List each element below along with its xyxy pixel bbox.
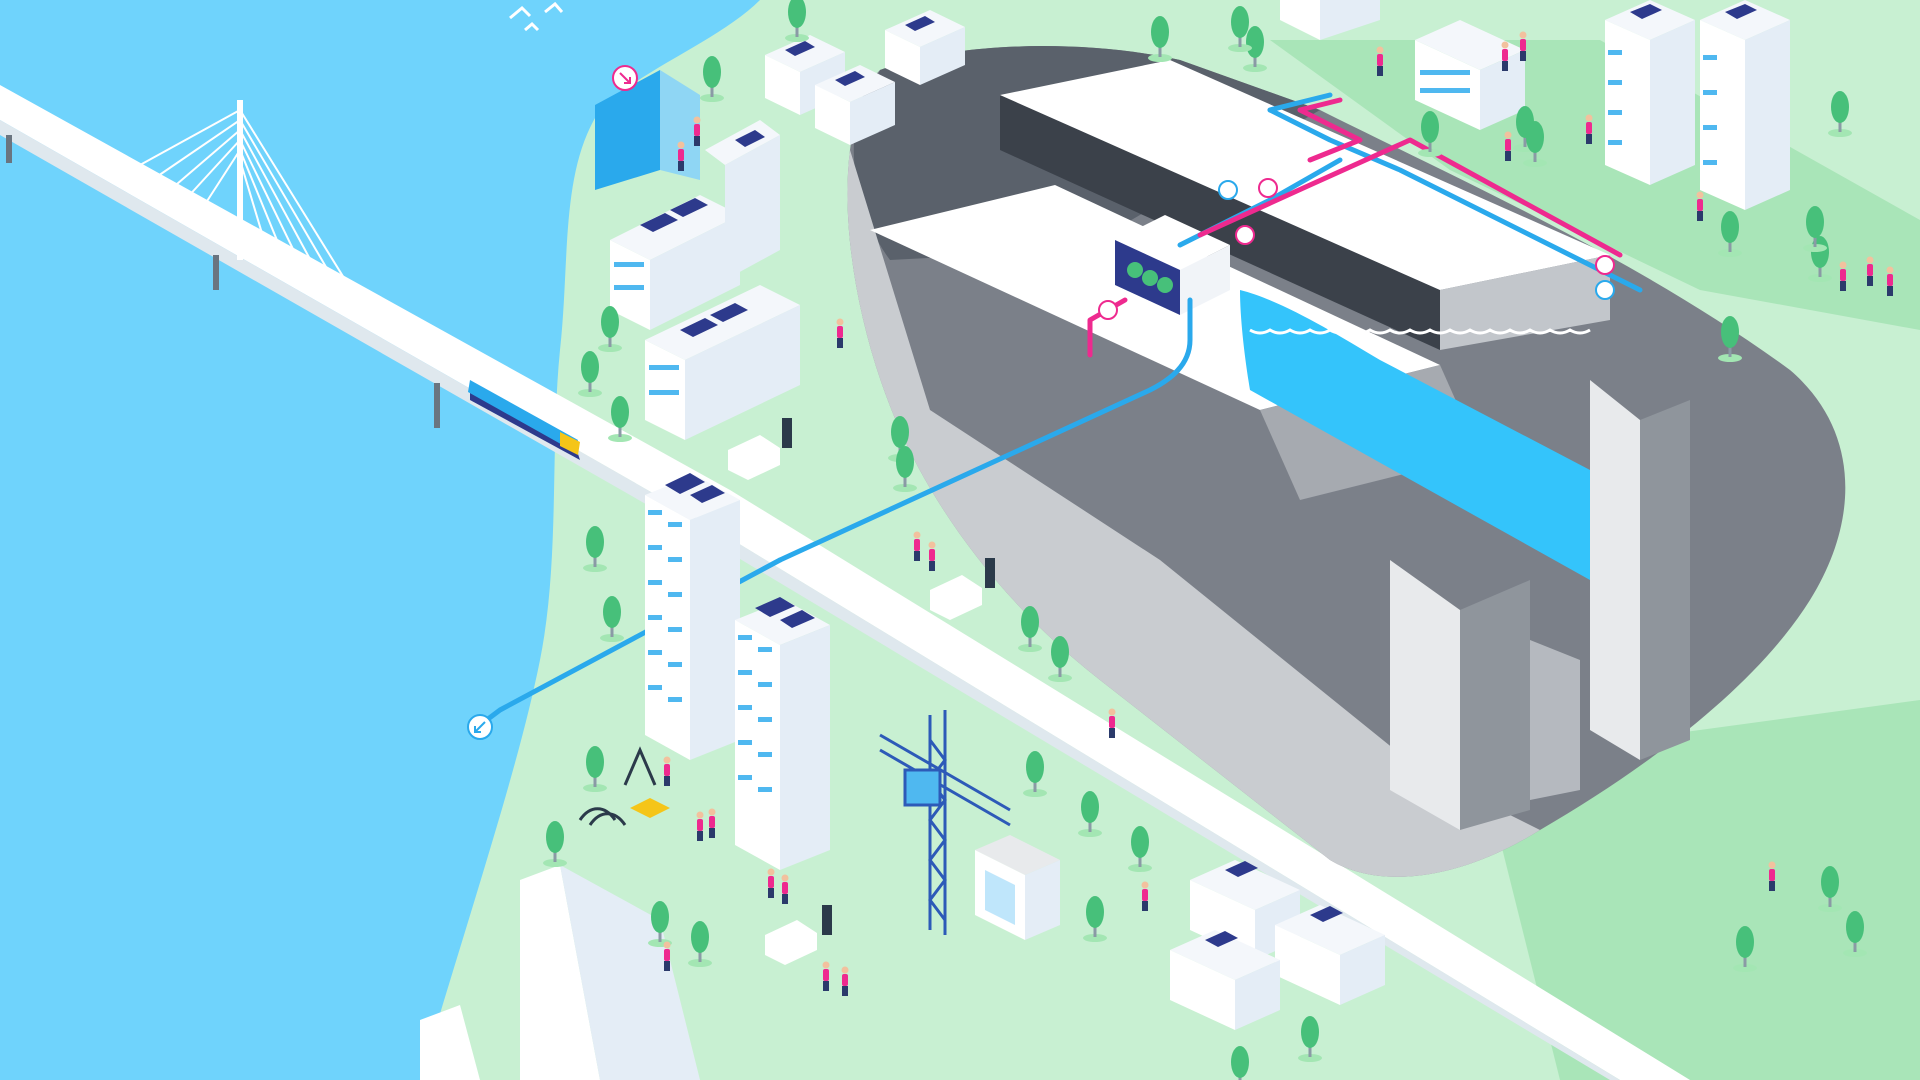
person xyxy=(693,116,701,146)
building-under-construction xyxy=(975,835,1060,940)
person xyxy=(677,141,685,171)
tree xyxy=(785,0,809,42)
tree xyxy=(688,921,712,967)
person xyxy=(663,941,671,971)
tree xyxy=(1803,206,1827,252)
residential-tower-2 xyxy=(735,597,830,870)
terraced-building-2 xyxy=(645,285,800,440)
bridge-pylon xyxy=(139,100,371,321)
reservoir-water xyxy=(1240,290,1590,580)
tower-right-1 xyxy=(1605,0,1695,185)
tree xyxy=(1718,211,1742,257)
person xyxy=(1866,256,1874,286)
person xyxy=(1501,41,1509,71)
person xyxy=(822,961,830,991)
construction-crane xyxy=(879,710,1011,935)
person xyxy=(663,756,671,786)
person xyxy=(696,811,704,841)
residential-tower-1 xyxy=(645,473,740,760)
building-bottom-2 xyxy=(1275,905,1385,1005)
tram-road-edge xyxy=(0,120,1620,1080)
tree xyxy=(1228,6,1252,52)
playground xyxy=(578,746,670,826)
tree xyxy=(1083,896,1107,942)
building-right-1 xyxy=(1415,20,1525,130)
person xyxy=(1768,861,1776,891)
tree xyxy=(600,596,624,642)
person xyxy=(1519,31,1527,61)
ev-charging-station-2 xyxy=(930,558,995,620)
ev-charging-station-1 xyxy=(728,418,792,480)
pipe-flow-markers xyxy=(467,65,1615,740)
tree xyxy=(1718,316,1742,362)
tree xyxy=(893,446,917,492)
tree xyxy=(583,746,607,792)
tree xyxy=(1048,636,1072,682)
person xyxy=(1839,261,1847,291)
pier-block-side xyxy=(660,70,700,180)
person xyxy=(1585,114,1593,144)
person xyxy=(1504,131,1512,161)
building-bottom-left xyxy=(420,865,700,1080)
person xyxy=(1376,46,1384,76)
tree xyxy=(1018,606,1042,652)
building-top-2 xyxy=(815,65,895,145)
tree xyxy=(578,351,602,397)
person xyxy=(708,808,716,838)
building-right-top-far xyxy=(1280,0,1380,40)
tree xyxy=(1818,866,1842,912)
tram-road xyxy=(0,85,1690,1080)
ev-charging-station-3 xyxy=(765,905,832,965)
person xyxy=(928,541,936,571)
tower-right-2 xyxy=(1700,0,1790,210)
person xyxy=(767,868,775,898)
terraced-building-1 xyxy=(610,195,740,330)
tree xyxy=(583,526,607,572)
bridge-piers xyxy=(6,135,440,428)
pier-block xyxy=(595,70,660,190)
person xyxy=(1886,266,1894,296)
tree xyxy=(1128,826,1152,872)
seagulls xyxy=(509,1,564,32)
underground-cavern xyxy=(847,46,1846,877)
tree xyxy=(1523,121,1547,167)
tree xyxy=(1023,751,1047,797)
tree xyxy=(1243,26,1267,72)
tree xyxy=(1843,911,1867,957)
tree xyxy=(1828,91,1852,137)
heat-pump-unit xyxy=(1115,215,1230,315)
sea-water xyxy=(0,0,760,1080)
building-bottom-1 xyxy=(1190,860,1300,960)
tree xyxy=(1298,1016,1322,1062)
tree xyxy=(1148,16,1172,62)
tram xyxy=(468,380,580,460)
person xyxy=(836,318,844,348)
tree xyxy=(1418,111,1442,157)
building-bottom-3 xyxy=(1170,930,1280,1030)
tree xyxy=(1078,791,1102,837)
tree xyxy=(543,821,567,867)
tree xyxy=(1231,1046,1249,1080)
building-top-3 xyxy=(885,10,965,85)
person xyxy=(1696,191,1704,221)
person xyxy=(913,531,921,561)
person xyxy=(1141,881,1149,911)
tree xyxy=(598,306,622,352)
person xyxy=(841,966,849,996)
tree xyxy=(608,396,632,442)
trees xyxy=(543,0,1867,1080)
tree xyxy=(1733,926,1757,972)
person xyxy=(781,874,789,904)
terraced-building-3 xyxy=(705,120,780,280)
person xyxy=(1108,708,1116,738)
people xyxy=(663,31,1894,996)
tree xyxy=(700,56,724,102)
